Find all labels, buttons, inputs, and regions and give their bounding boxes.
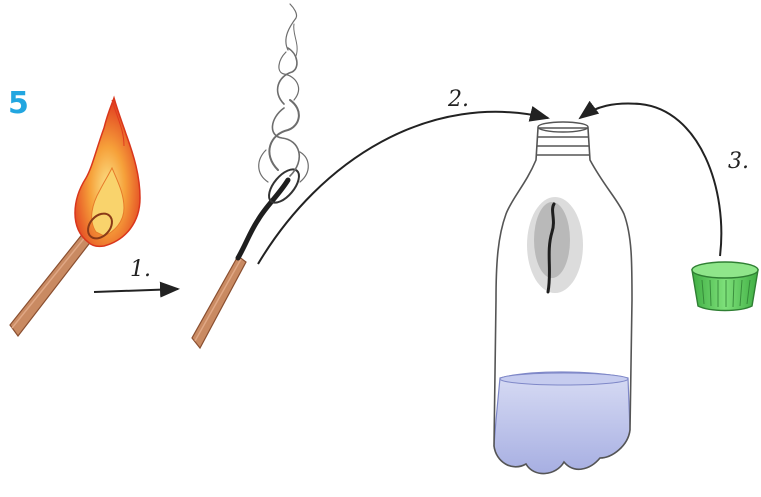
step-2-arrow: [258, 112, 548, 264]
step-1-label: 1.: [130, 257, 151, 282]
bottle-water: [494, 372, 630, 474]
bottle-neck: [537, 122, 590, 155]
match-stick: [192, 256, 246, 348]
step-2-label: 2.: [447, 87, 469, 112]
step-1-arrow: [94, 289, 178, 292]
smoke-inside-bottle: [527, 197, 583, 293]
smoking-match-illustration: [192, 4, 308, 348]
plastic-bottle-illustration: [494, 122, 632, 474]
bottle-cap-icon: [692, 262, 758, 311]
lit-match-illustration: [10, 98, 140, 336]
step-3-label: 3.: [728, 149, 749, 174]
match-stick: [10, 232, 92, 336]
smoke-icon: [259, 4, 309, 182]
flame-icon: [75, 98, 140, 246]
panel-number: 5: [8, 86, 29, 121]
